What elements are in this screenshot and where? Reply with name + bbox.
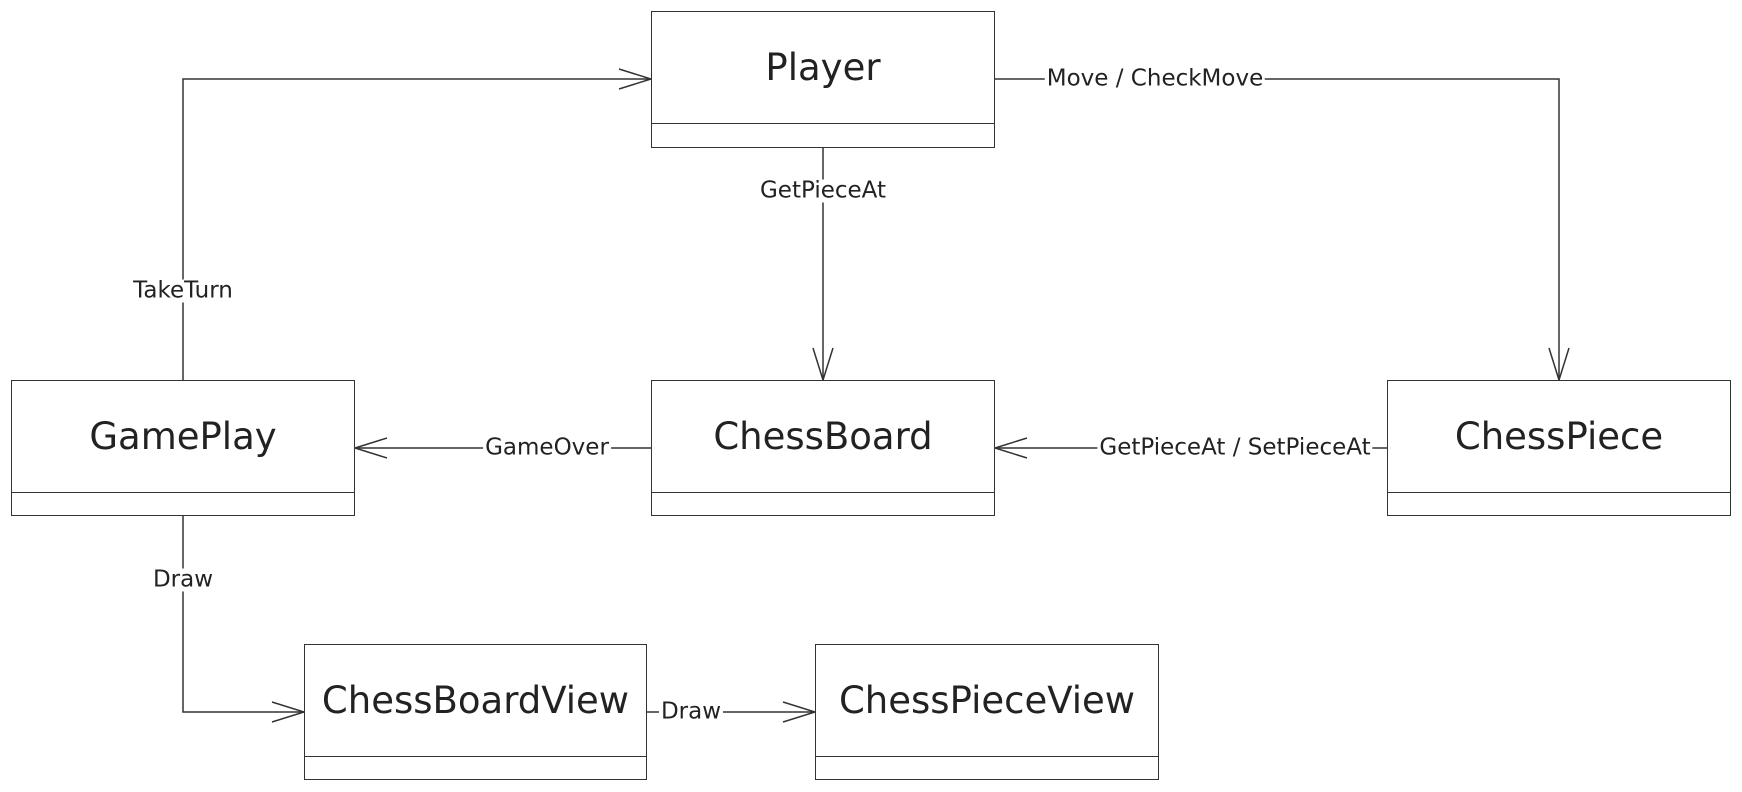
class-name: ChessBoard: [713, 415, 933, 458]
relation-gameover-label: GameOver: [483, 434, 611, 461]
relation-getpieceat-label: GetPieceAt: [757, 177, 889, 204]
relation-taketurn-line: [182, 78, 651, 380]
class-members: [305, 757, 646, 779]
class-name: ChessPiece: [1454, 415, 1664, 458]
class-player[interactable]: Player: [651, 11, 995, 148]
relation-getset-label: GetPieceAt / SetPieceAt: [1097, 434, 1373, 461]
relation-draw2-label: Draw: [658, 698, 724, 725]
class-members: [12, 493, 354, 515]
class-members: [652, 124, 994, 147]
class-gameplay[interactable]: GamePlay: [11, 380, 355, 516]
relation-movecheck-label: Move / CheckMove: [1044, 65, 1266, 92]
class-divider: [816, 756, 1158, 757]
class-divider: [1388, 492, 1730, 493]
class-members: [1388, 493, 1730, 515]
class-name: ChessPieceView: [838, 679, 1136, 722]
class-members: [816, 757, 1158, 779]
class-chesspiece[interactable]: ChessPiece: [1387, 380, 1731, 516]
class-chesspieceview[interactable]: ChessPieceView: [815, 644, 1159, 780]
class-divider: [305, 756, 646, 757]
relation-gameover-arrowhead: [352, 437, 388, 459]
class-members: [652, 493, 994, 515]
class-name: Player: [765, 46, 881, 89]
class-chessboardview[interactable]: ChessBoardView: [304, 644, 647, 780]
class-divider: [652, 123, 994, 124]
class-divider: [12, 492, 354, 493]
relation-getset-arrowhead: [992, 437, 1028, 459]
relation-taketurn-label: TakeTurn: [131, 277, 235, 304]
class-name: ChessBoardView: [321, 679, 630, 722]
relation-draw1-line: [182, 516, 304, 713]
class-divider: [652, 492, 994, 493]
class-name: GamePlay: [89, 415, 277, 458]
class-chessboard[interactable]: ChessBoard: [651, 380, 995, 516]
relation-draw1-label: Draw: [150, 566, 216, 593]
relation-movecheck-line: [995, 78, 1560, 380]
